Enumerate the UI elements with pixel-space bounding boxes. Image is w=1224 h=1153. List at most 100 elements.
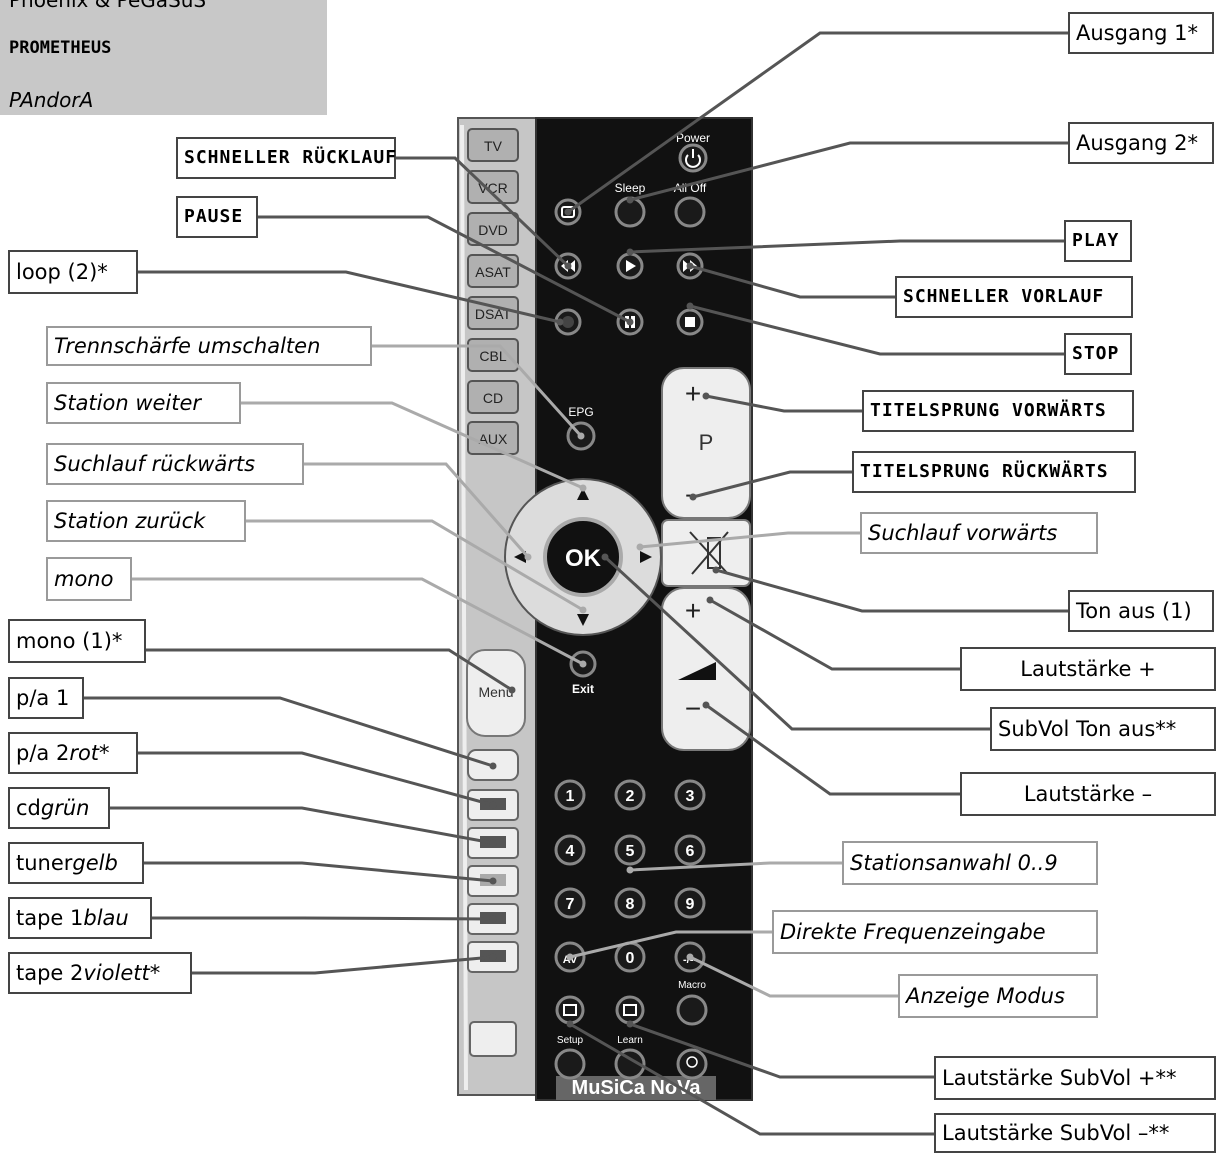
label-schneller-ruecklauf: SCHNELLER RÜCKLAUF xyxy=(176,137,396,179)
digit-key-6[interactable]: 7 xyxy=(554,887,586,919)
leader-dot-12 xyxy=(489,877,497,885)
leader-dot-23 xyxy=(712,566,720,574)
macro-button[interactable] xyxy=(676,994,708,1026)
brand-plate xyxy=(556,1076,716,1100)
p-rocker xyxy=(661,367,751,519)
learn-button[interactable] xyxy=(614,1048,646,1080)
leader-line-27 xyxy=(629,861,842,872)
leader-line-10 xyxy=(138,751,494,807)
source-key-label: TV xyxy=(484,138,503,154)
leader-line-17 xyxy=(629,239,1064,254)
exit-label: Exit xyxy=(572,682,594,696)
p-plus-label: + xyxy=(685,378,701,409)
stop-button[interactable] xyxy=(676,308,704,336)
leader-dot-9 xyxy=(489,762,497,770)
setup-label: Setup xyxy=(557,1035,584,1046)
leader-dot-6 xyxy=(579,606,587,614)
digit-key-0[interactable]: 1 xyxy=(554,779,586,811)
source-key-asat[interactable]: ASAT xyxy=(467,254,519,288)
leader-dot-8 xyxy=(508,686,516,694)
setup-button[interactable] xyxy=(554,1048,586,1080)
label-tape2: tape 2 violett* xyxy=(8,952,192,994)
source-key-label: DVD xyxy=(478,222,508,238)
leader-line-16 xyxy=(629,141,1068,202)
source-key-tv[interactable]: TV xyxy=(467,128,519,162)
label-mono: mono xyxy=(46,557,132,601)
leader-dot-27 xyxy=(626,866,634,874)
digit-key-2[interactable]: 3 xyxy=(674,779,706,811)
power-button[interactable] xyxy=(678,143,708,173)
digit-key-label: 7 xyxy=(566,896,575,913)
digit-key-label: 5 xyxy=(626,843,635,860)
label-ton-aus: Ton aus (1) xyxy=(1068,590,1214,632)
label-loop: loop (2)* xyxy=(8,250,138,294)
digit-key-label: 3 xyxy=(686,788,695,805)
digit-key-label: 4 xyxy=(566,843,575,860)
legend-pandora: PAndorA xyxy=(9,88,94,112)
light-button[interactable] xyxy=(676,1048,708,1080)
leader-dot-0 xyxy=(564,262,572,270)
label-subvol-plus: Lautstärke SubVol +** xyxy=(934,1056,1216,1100)
teletext-button[interactable] xyxy=(555,995,585,1025)
leader-line-20 xyxy=(705,394,862,413)
leader-line-9 xyxy=(84,696,494,768)
macro-label: Macro xyxy=(678,980,706,991)
label-ausgang-2: Ausgang 2* xyxy=(1068,122,1214,164)
leader-line-15 xyxy=(567,31,1068,214)
leader-dot-24 xyxy=(706,596,714,604)
leader-line-28 xyxy=(569,930,772,959)
digit-key-label: 8 xyxy=(626,896,635,913)
source-key-cd[interactable]: CD xyxy=(467,380,519,414)
label-tape1: tape 1 blau xyxy=(8,897,152,939)
source-key-label: VCR xyxy=(478,180,508,196)
leader-dot-31 xyxy=(566,1020,574,1028)
legend-box: Phoenix & PeGaSuS PROMETHEUS PAndorA xyxy=(0,0,327,115)
digit-key-4[interactable]: 5 xyxy=(614,834,646,866)
leader-line-3 xyxy=(372,344,583,438)
leader-line-24 xyxy=(709,598,960,671)
source-key-dvd[interactable]: DVD xyxy=(467,212,519,246)
leader-line-13 xyxy=(152,916,494,921)
all-off-button[interactable] xyxy=(674,196,706,228)
source-key-vcr[interactable]: VCR xyxy=(467,170,519,204)
label-titelsprung-vorwaerts: TITELSPRUNG VORWÄRTS xyxy=(862,390,1134,432)
source-key-aux[interactable]: AUX xyxy=(467,421,519,455)
leader-dot-16 xyxy=(626,196,634,204)
digit-key-5[interactable]: 6 xyxy=(674,834,706,866)
power-label: Power xyxy=(676,131,710,145)
label-pa2: p/a 2 rot* xyxy=(8,732,138,774)
digit-key-label: 6 xyxy=(686,843,695,860)
leader-line-22 xyxy=(639,531,860,549)
label-play: PLAY xyxy=(1064,220,1132,262)
digit-key-3[interactable]: 4 xyxy=(554,834,586,866)
leader-dot-21 xyxy=(689,493,697,501)
leader-dot-4 xyxy=(579,484,587,492)
leader-line-7 xyxy=(132,577,584,666)
leader-line-21 xyxy=(692,470,852,499)
label-suchlauf-vorwaerts: Suchlauf vorwärts xyxy=(860,512,1098,554)
label-stationsanwahl: Stationsanwahl 0..9 xyxy=(842,841,1098,885)
leader-dot-29 xyxy=(686,953,694,961)
label-pa1: p/a 1 xyxy=(8,677,84,719)
digit-key-1[interactable]: 2 xyxy=(614,779,646,811)
leader-line-2 xyxy=(138,270,561,324)
leader-dot-2 xyxy=(556,318,564,326)
epg-label: EPG xyxy=(568,405,593,419)
leader-dot-18 xyxy=(686,262,694,270)
vol-minus-label: − xyxy=(685,693,701,724)
label-lautstaerke-plus: Lautstärke + xyxy=(960,647,1216,691)
digit-key-8[interactable]: 9 xyxy=(674,887,706,919)
leader-dot-26 xyxy=(702,701,710,709)
leader-line-4 xyxy=(241,401,584,490)
label-cd: cd grün xyxy=(8,787,110,829)
leader-dot-3 xyxy=(577,432,585,440)
leader-dot-13 xyxy=(489,915,497,923)
label-subvol-ton-aus: SubVol Ton aus** xyxy=(990,707,1216,751)
legend-prometheus: PROMETHEUS xyxy=(9,38,112,58)
digit-key-7[interactable]: 8 xyxy=(614,887,646,919)
leader-dot-7 xyxy=(579,660,587,668)
leader-line-5 xyxy=(304,462,530,558)
nav-up-icon xyxy=(577,488,589,500)
leader-dot-19 xyxy=(686,302,694,310)
leader-line-18 xyxy=(689,264,895,299)
